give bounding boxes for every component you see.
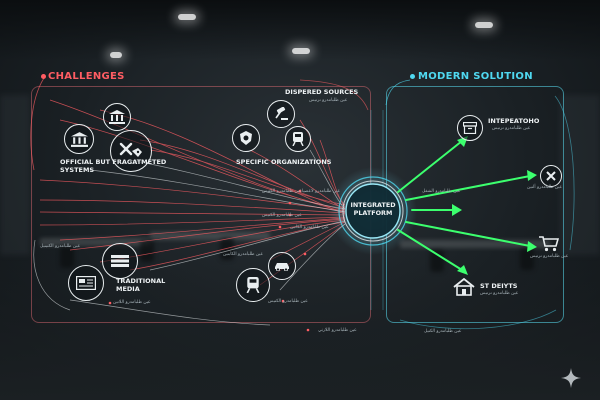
background-chair — [60, 246, 74, 268]
challenge-flow-curves — [39, 99, 346, 286]
train-icon-circle — [236, 268, 270, 302]
ceiling-light — [110, 52, 122, 58]
hub-core — [345, 183, 401, 239]
output-sub: عين طلبامدرو ترتيس — [530, 254, 569, 259]
flow-label: عين طلبامدرو الكتينيل — [40, 244, 81, 249]
bank-icon-circle — [103, 103, 131, 131]
flow-label: عين طلبامدرو الكابتين — [223, 252, 264, 257]
ceiling-light — [475, 22, 493, 28]
flow-label: عين طلبامدرو الكتيس — [262, 213, 302, 218]
background-desk — [40, 238, 150, 246]
solution-border-arc — [399, 309, 557, 330]
challenges-title-dot — [41, 74, 46, 79]
shopping-cart-icon-wrap — [537, 232, 561, 256]
challenge-border-arc — [30, 77, 45, 171]
background-desk — [400, 240, 550, 248]
fragmented-systems-label: OFFICIAL BUT FRAGATMETED SYSTEMS — [60, 158, 167, 174]
car-icon — [275, 263, 289, 271]
house-icon — [453, 278, 475, 296]
background-chair — [220, 238, 234, 260]
car-icon-circle — [268, 252, 296, 280]
archive-box-icon-circle — [457, 115, 483, 141]
output-sub: عين طلبامدرو ترتيس — [480, 291, 519, 296]
tools-icon-circle — [110, 130, 152, 172]
output-sub: عين طلبامدرو ترتيس — [492, 126, 531, 131]
train-icon-circle — [285, 126, 311, 152]
close-circle-icon — [546, 171, 556, 181]
hub-ring-outer — [338, 176, 408, 246]
newspaper-stack-icon — [111, 255, 129, 267]
dispersed-sources-label: DISPERED SOURCES — [285, 88, 359, 96]
shopping-cart-icon — [539, 236, 559, 252]
bank-icon-circle — [64, 124, 94, 154]
gavel-icon — [275, 107, 288, 120]
newspaper-stack-icon-circle — [102, 243, 138, 279]
sparkle-icon — [561, 368, 581, 388]
bank-icon — [109, 110, 125, 124]
solution-footer-label: عين طلبامدرو الكتيل — [424, 329, 462, 334]
flow-label: عين طلبامدرو اللارثي — [318, 328, 357, 333]
solution-border-arc — [385, 79, 411, 106]
bank-icon — [70, 131, 88, 147]
train-icon — [246, 277, 260, 293]
background-window — [0, 95, 30, 255]
newspaper-icon-circle — [68, 265, 104, 301]
close-circle-icon-circle — [540, 165, 562, 187]
police-badge-icon — [240, 130, 252, 145]
integrated-platform-label: INTEGRATED PLATFORM — [350, 201, 396, 217]
flow-label: عين طلبامدرو الكاتين — [290, 225, 329, 230]
arrow-heads — [452, 136, 537, 275]
challenges-title: CHALLENGES — [48, 71, 125, 82]
solution-border-arc — [554, 95, 575, 251]
train-icon — [292, 132, 304, 146]
traditional-media-sub: عين طلبامدرو اللاتين — [113, 300, 151, 305]
dispersed-sources-sub: عين طلبامدرو ترتيس — [309, 98, 348, 103]
flow-label: عين طلبامدرو الكتيس — [268, 299, 308, 304]
specific-organizations-label: SPECIFIC ORGANIZATIONS — [236, 158, 332, 166]
hub-ring-mid — [342, 180, 404, 242]
background-chair — [520, 248, 534, 270]
background-desk — [150, 232, 270, 240]
house-icon-wrap — [452, 277, 476, 297]
output-label: INTEPEATOHO — [488, 117, 540, 125]
newspaper-icon — [76, 276, 96, 290]
branch-label: عين طلبامدرو الشغل — [422, 189, 461, 194]
ceiling-light — [178, 14, 196, 20]
background-chair — [140, 240, 154, 262]
output-label: ST DEIYTS — [480, 282, 518, 290]
traditional-media-label: TRADITIONAL MEDIA — [116, 277, 166, 293]
tools-tag-icon — [119, 142, 142, 157]
output-sub: عين طلبامدرو ألتين — [527, 185, 563, 190]
solution-arrows — [397, 140, 531, 271]
gavel-icon-circle — [267, 100, 295, 128]
solution-title: MODERN SOLUTION — [418, 71, 533, 82]
ceiling-light — [292, 48, 310, 54]
flow-anchor-dots — [108, 189, 310, 332]
solution-title-dot — [410, 74, 415, 79]
badge-icon-circle — [232, 124, 260, 152]
flow-label: عين طلبامدرو الكتيس — [262, 189, 302, 194]
archive-box-icon — [463, 122, 477, 134]
challenge-flow-white — [33, 149, 346, 326]
flow-label: عين طلبامدرو لاعصيا — [302, 189, 341, 194]
challenge-border-arc — [299, 79, 369, 111]
